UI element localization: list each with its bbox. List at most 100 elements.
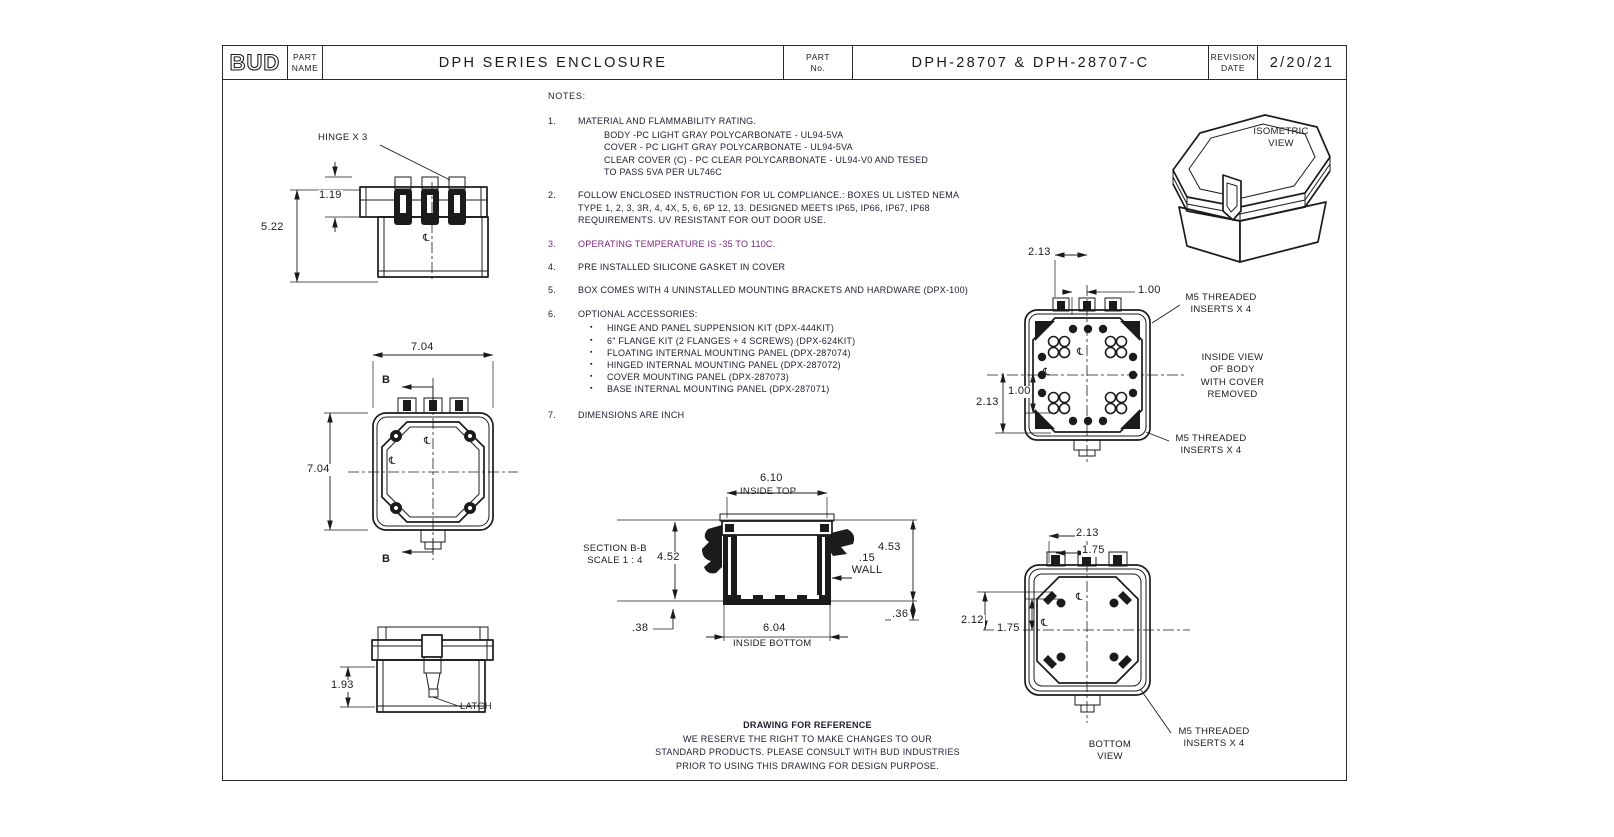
m5-inserts-callout-bottom: M5 THREADED INSERTS X 4 <box>1175 433 1247 457</box>
note-5: 5. BOX COMES WITH 4 UNINSTALLED MOUNTING… <box>548 284 988 296</box>
reference-disclaimer: DRAWING FOR REFERENCE WE RESERVE THE RIG… <box>640 719 975 773</box>
part-no-label: PART No. <box>784 46 853 79</box>
isometric-drawing <box>1172 114 1331 263</box>
latch <box>421 634 443 698</box>
disclaimer-title: DRAWING FOR REFERENCE <box>743 720 872 730</box>
dim-6-10: 6.10 <box>759 472 784 485</box>
bullet-icon: ▪ <box>590 373 593 381</box>
inside-view-caption: INSIDE VIEW OF BODY WITH COVER REMOVED <box>1200 352 1265 401</box>
accessory-text: COVER MOUNTING PANEL (DPX-287073) <box>607 372 789 383</box>
dim-1-93: 1.93 <box>330 679 355 692</box>
dim-wall-thickness: .15 WALL <box>851 552 883 576</box>
section-title: SECTION B-B SCALE 1 : 4 <box>583 543 647 567</box>
inside-body-drawing <box>987 252 1187 462</box>
centerline-symbol: ℄ <box>389 456 396 467</box>
hinge-profile <box>829 529 855 556</box>
note-6-title: OPTIONAL ACCESSORIES: <box>578 308 698 319</box>
bullet-icon: ▪ <box>590 385 593 393</box>
dim-2-13-left: 2.13 <box>975 396 1000 409</box>
inside-bottom-label: INSIDE BOTTOM <box>733 638 812 649</box>
latch <box>1074 694 1101 713</box>
dim-5-22: 5.22 <box>260 221 285 234</box>
latch-callout: LATCH <box>460 701 492 712</box>
note-number: 4. <box>548 262 556 273</box>
dim-1-00-top: 1.00 <box>1137 284 1162 297</box>
dimension-lines <box>995 252 1181 442</box>
view-side-hinge: HINGE X 3 1.19 5.22 ℄ <box>250 120 520 300</box>
front-drawing <box>324 352 518 560</box>
note-1: 1. MATERIAL AND FLAMMABILITY RATING. BOD… <box>548 115 988 178</box>
centerline-symbol: ℄ <box>1076 592 1083 603</box>
disclaimer-body: WE RESERVE THE RIGHT TO MAKE CHANGES TO … <box>655 733 960 771</box>
bullet-icon: ▪ <box>590 336 593 344</box>
note-2-text: FOLLOW ENCLOSED INSTRUCTION FOR UL COMPL… <box>578 190 959 226</box>
dim-1-75-left: 1.75 <box>996 622 1021 635</box>
note-number: 6. <box>548 308 556 319</box>
part-no-value: DPH-28707 & DPH-28707-C <box>853 46 1209 79</box>
dim-7-04-height: 7.04 <box>306 463 331 476</box>
latch-profile <box>702 525 722 574</box>
note-1-title: MATERIAL AND FLAMMABILITY RATING. <box>578 116 757 127</box>
dimension-lines <box>290 144 451 283</box>
inside-top-label: INSIDE TOP <box>740 486 797 497</box>
bud-logo: BUD <box>223 46 288 79</box>
list-item: ▪FLOATING INTERNAL MOUNTING PANEL (DPX-2… <box>590 347 988 359</box>
dim-point-36: .36 <box>891 608 910 621</box>
note-3-text: OPERATING TEMPERATURE IS -35 TO 110C. <box>578 238 776 249</box>
dim-2-12: 2.12 <box>960 614 985 627</box>
dimension-lines <box>653 490 916 641</box>
centerline-symbol: ℄ <box>1077 347 1084 358</box>
list-item: ▪BASE INTERNAL MOUNTING PANEL (DPX-28707… <box>590 383 988 395</box>
note-7-text: DIMENSIONS ARE INCH <box>578 409 685 420</box>
dim-1-75-top: 1.75 <box>1081 544 1106 557</box>
cover-screws <box>390 430 476 514</box>
corner-slots <box>1043 591 1132 669</box>
dim-7-04-width: 7.04 <box>410 341 435 354</box>
note-6: 6. OPTIONAL ACCESSORIES: <box>548 308 988 320</box>
section-letter-top: B <box>382 374 391 386</box>
isometric-caption: ISOMETRIC VIEW <box>1253 126 1309 150</box>
view-inside-body: 2.13 1.00 1.00 2.13 M5 THREADED INSERTS … <box>955 235 1275 470</box>
accessory-text: HINGE AND PANEL SUPPENSION KIT (DPX-444K… <box>607 323 835 334</box>
note-3: 3. OPERATING TEMPERATURE IS -35 TO 110C. <box>548 238 988 250</box>
bottom-view-caption: BOTTOM VIEW <box>1088 739 1132 763</box>
dim-2-13: 2.13 <box>1075 527 1100 540</box>
note-number: 7. <box>548 409 556 420</box>
part-name-label: PART NAME <box>288 46 323 79</box>
corner-gussets <box>1035 321 1140 429</box>
hinge-callout: HINGE X 3 <box>318 132 368 143</box>
latch <box>1222 174 1242 221</box>
accessories-list: ▪ HINGE AND PANEL SUPPENSION KIT (DPX-444… <box>590 322 988 395</box>
list-item: ▪ 6" FLANGE KIT (2 FLANGES + 4 SCREWS) (D… <box>590 335 988 347</box>
accessory-text: 6" FLANGE KIT (2 FLANGES + 4 SCREWS) (DP… <box>607 335 856 346</box>
screw-boss-clusters <box>1047 335 1128 415</box>
dim-4-52: 4.52 <box>656 551 681 564</box>
centerline-symbol: ℄ <box>1041 618 1048 629</box>
view-side-latch: 1.93 LATCH <box>320 595 520 735</box>
note-7: 7. DIMENSIONS ARE INCH <box>548 409 988 421</box>
dim-1-19: 1.19 <box>318 189 343 202</box>
cover-top <box>1172 114 1331 208</box>
notes-block: NOTES: 1. MATERIAL AND FLAMMABILITY RATI… <box>548 90 988 432</box>
mount-holes <box>1056 598 1119 662</box>
list-item: ▪HINGED INTERNAL MOUNTING PANEL (DPX-287… <box>590 359 988 371</box>
note-5-text: BOX COMES WITH 4 UNINSTALLED MOUNTING BR… <box>578 285 969 296</box>
accessory-text: HINGED INTERNAL MOUNTING PANEL (DPX-2870… <box>607 359 841 370</box>
dim-2-13-top: 2.13 <box>1027 246 1052 259</box>
bud-logo-text: BUD <box>230 50 281 75</box>
centerlines <box>348 378 518 560</box>
view-section-bb: SECTION B-B SCALE 1 : 4 6.10 INSIDE TOP … <box>555 445 935 650</box>
centerline-symbol: ℄ <box>423 233 430 244</box>
section-bb-drawing <box>617 490 919 641</box>
section-cut-body <box>719 513 835 605</box>
centerline-symbol: ℄ <box>424 436 431 447</box>
hinges <box>394 176 466 225</box>
note-number: 1. <box>548 116 556 127</box>
view-isometric: ISOMETRIC VIEW <box>1145 85 1345 270</box>
dim-6-04: 6.04 <box>762 622 787 635</box>
bud-logo-outline-text: BUD <box>229 49 281 75</box>
m5-inserts-callout: M5 THREADED INSERTS X 4 <box>1178 726 1250 750</box>
revision-date-label: REVISION DATE <box>1209 46 1258 79</box>
note-number: 3. <box>548 238 556 249</box>
side-latch-drawing <box>340 626 494 713</box>
